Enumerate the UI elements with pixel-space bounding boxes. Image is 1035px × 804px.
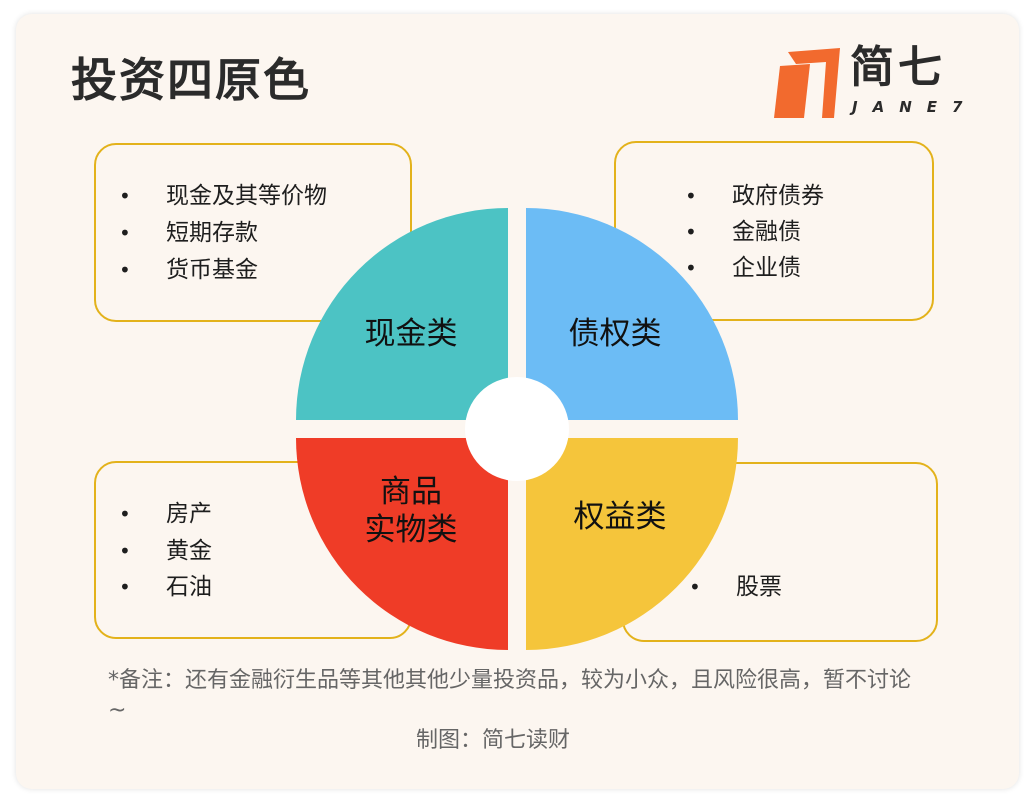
list-item-label: 金融债 xyxy=(732,219,801,245)
list-item: • 股票 xyxy=(689,572,782,602)
list-item: • 石油 xyxy=(119,572,212,602)
equity-quadrant xyxy=(526,438,738,650)
bullet-icon: • xyxy=(685,184,697,208)
bullet-icon: • xyxy=(119,184,131,208)
list-item-label: 房产 xyxy=(166,501,212,527)
footnote: *备注：还有金融衍生品等其他其他少量投资品，较为小众，且风险很高，暂不讨论~ xyxy=(108,668,912,723)
equity-quadrant-label: 权益类 xyxy=(573,499,667,535)
cash-quadrant-label: 现金类 xyxy=(364,316,458,352)
cash-quadrant xyxy=(296,208,508,420)
bullet-icon: • xyxy=(119,258,131,282)
logo-name-en: JANE7 xyxy=(852,98,978,116)
list-item-label: 短期存款 xyxy=(166,220,258,246)
bullet-icon: • xyxy=(689,575,701,599)
bullet-icon: • xyxy=(119,221,131,245)
list-item: • 企业债 xyxy=(685,253,801,283)
page-title: 投资四原色 xyxy=(71,53,311,107)
list-item-label: 货币基金 xyxy=(166,257,258,283)
brand-logo: 简七 JANE7 xyxy=(770,40,962,126)
bullet-icon: • xyxy=(685,220,697,244)
list-item: • 金融债 xyxy=(685,217,801,247)
bullet-icon: • xyxy=(119,539,131,563)
list-item: • 黄金 xyxy=(119,536,212,566)
bullet-icon: • xyxy=(685,256,697,280)
list-item-label: 股票 xyxy=(736,574,782,600)
list-item: • 短期存款 xyxy=(119,218,258,248)
list-item-label: 黄金 xyxy=(166,538,212,564)
list-item-label: 企业债 xyxy=(732,255,801,281)
list-item: • 货币基金 xyxy=(119,255,258,285)
list-item-label: 石油 xyxy=(166,574,212,600)
debt-quadrant-label: 债权类 xyxy=(568,316,662,352)
list-item: • 房产 xyxy=(119,499,212,529)
wheel-center-hole xyxy=(465,377,569,481)
commodity-quadrant-label: 商品 实物类 xyxy=(349,473,473,549)
bullet-icon: • xyxy=(119,575,131,599)
list-item: • 现金及其等价物 xyxy=(119,181,327,211)
bullet-icon: • xyxy=(119,502,131,526)
commodity-label-line2: 实物类 xyxy=(364,512,458,548)
commodity-quadrant xyxy=(296,438,508,650)
list-item-label: 政府债券 xyxy=(732,183,824,209)
list-item: • 政府债券 xyxy=(685,181,824,211)
list-item-label: 现金及其等价物 xyxy=(166,183,327,209)
logo-mark-icon xyxy=(774,48,840,118)
logo-name-cn: 简七 xyxy=(850,42,946,93)
commodity-label-line1: 商品 xyxy=(380,474,442,510)
chart-credit: 制图：简七读财 xyxy=(416,728,571,753)
debt-quadrant xyxy=(526,208,738,420)
